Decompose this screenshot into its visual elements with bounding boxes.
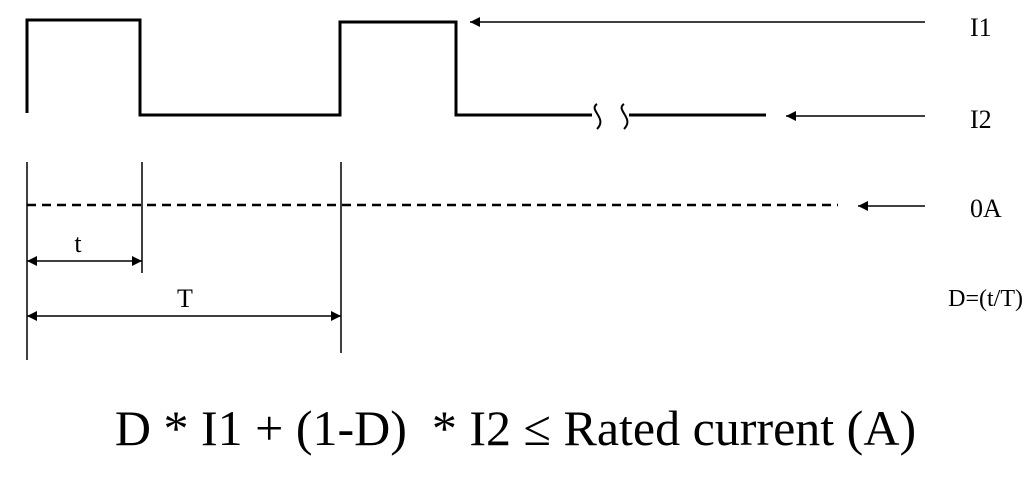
t-label: t: [74, 229, 82, 258]
period-label: T: [177, 284, 193, 313]
i2-label: I2: [970, 105, 992, 134]
rated-current-formula: D * I1 + (1-D) * I2 ≤ Rated current (A): [114, 400, 917, 456]
zero-amp-label: 0A: [970, 194, 1002, 223]
current-waveform: [25, 18, 592, 117]
break-mark-right: [620, 103, 629, 130]
i1-label: I1: [970, 13, 992, 42]
break-mark-left: [593, 103, 602, 130]
duty-cycle-label: D=(t/T): [948, 286, 1023, 312]
